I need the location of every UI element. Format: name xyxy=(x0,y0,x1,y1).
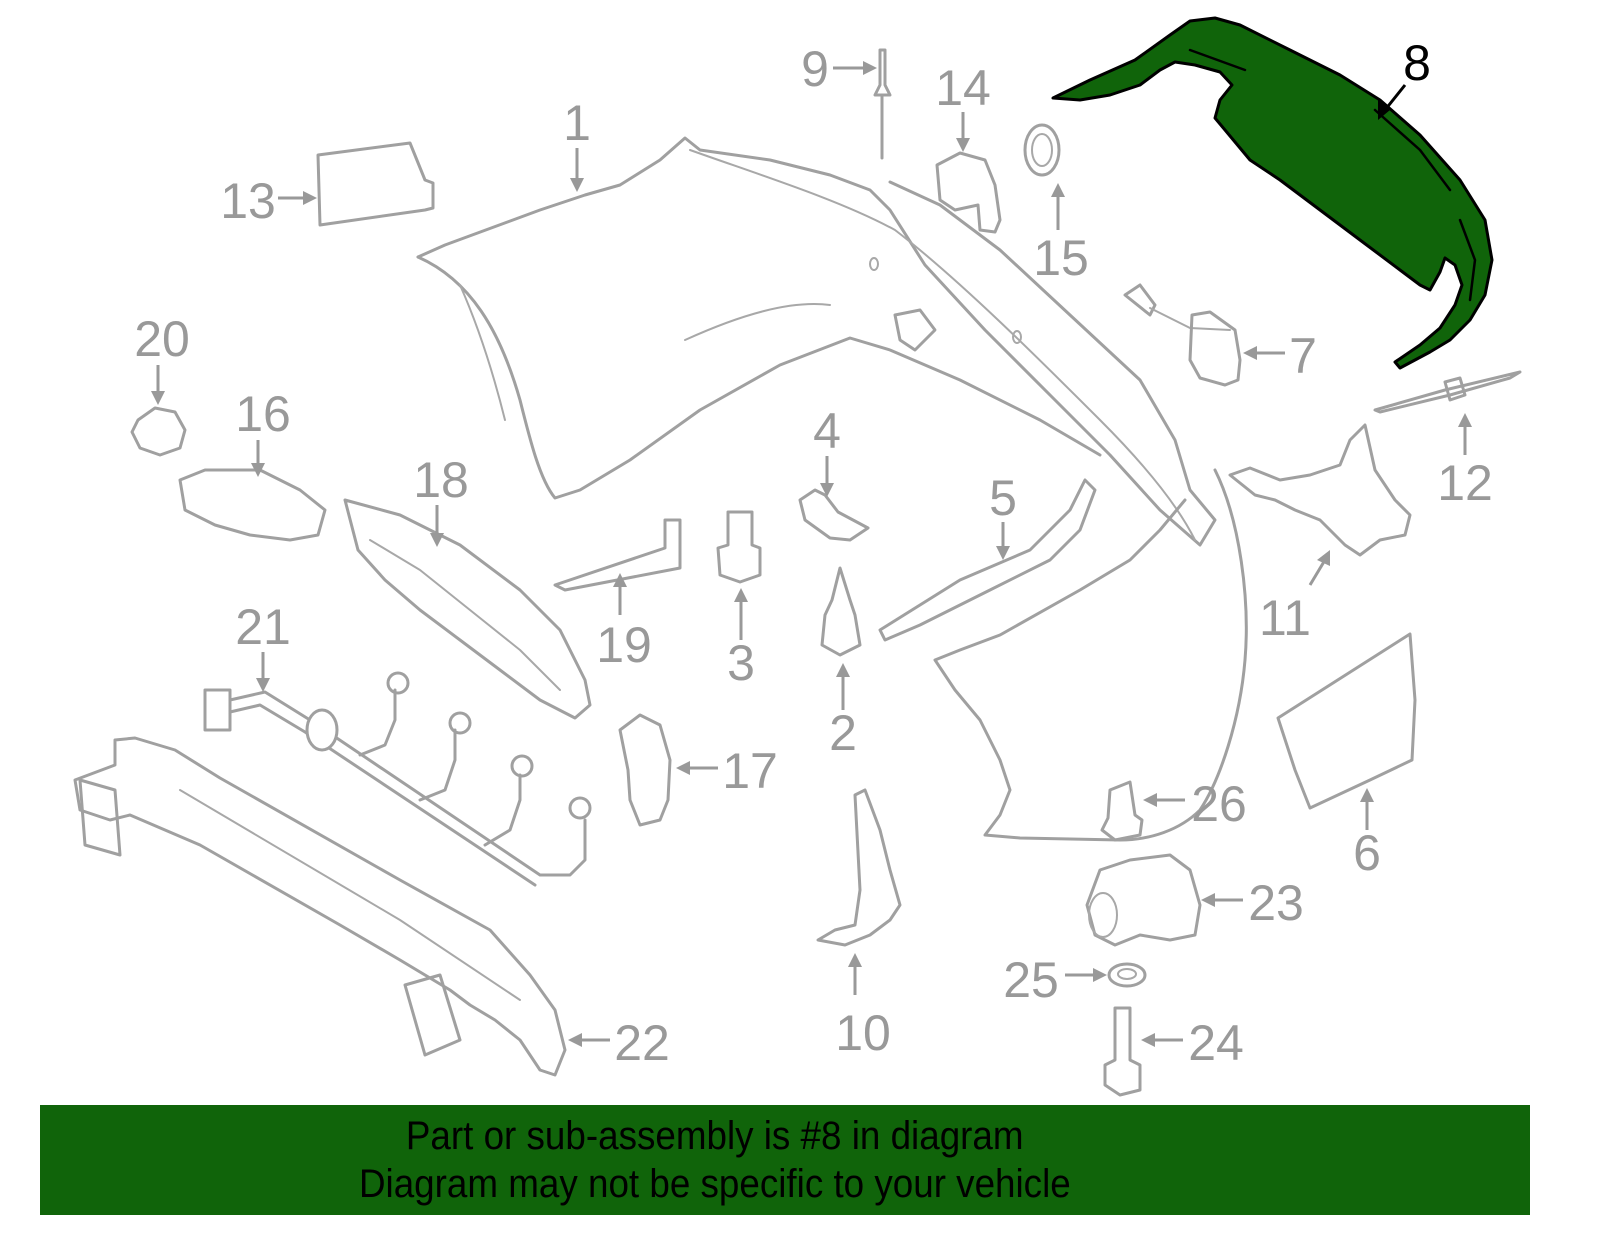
part-7-bracket xyxy=(1123,283,1242,387)
part-9-push-pin xyxy=(873,48,892,160)
part-23-sensor-holder xyxy=(1085,853,1202,947)
callout-5[interactable]: 5 xyxy=(989,470,1017,526)
part-3-bolt xyxy=(716,510,762,584)
callout-8-highlighted[interactable]: 8 xyxy=(1403,35,1431,91)
callout-17[interactable]: 17 xyxy=(722,743,778,799)
callout-arrows xyxy=(151,61,1472,1047)
callout-1[interactable]: 1 xyxy=(563,95,591,151)
part-26-clip xyxy=(1100,780,1144,842)
part-10-bracket xyxy=(816,788,902,947)
callout-2[interactable]: 2 xyxy=(829,705,857,761)
callout-11[interactable]: 11 xyxy=(1259,590,1311,646)
callout-3[interactable]: 3 xyxy=(727,635,755,691)
callout-labels: 1 2 3 4 5 6 7 8 9 10 11 12 13 14 15 16 1… xyxy=(134,35,1493,1071)
callout-13[interactable]: 13 xyxy=(220,173,276,229)
callout-25[interactable]: 25 xyxy=(1003,952,1059,1008)
callout-15[interactable]: 15 xyxy=(1033,230,1089,286)
part-21-wiring-harness xyxy=(203,671,592,887)
part-20-grommet xyxy=(130,406,187,457)
callout-16[interactable]: 16 xyxy=(235,386,291,442)
part-13-module xyxy=(316,141,435,227)
callout-12[interactable]: 12 xyxy=(1437,455,1493,511)
part-2-screw xyxy=(820,566,862,657)
part-info-banner: Part or sub-assembly is #8 in diagram Di… xyxy=(40,1105,1530,1215)
part-18-absorber xyxy=(343,498,592,720)
callout-22[interactable]: 22 xyxy=(614,1015,670,1071)
callout-4[interactable]: 4 xyxy=(813,403,841,459)
part-6-panel xyxy=(1276,632,1417,810)
part-19-strip xyxy=(553,518,682,592)
part-12-rivet xyxy=(1373,370,1522,414)
callout-7[interactable]: 7 xyxy=(1289,328,1317,384)
part-5-strip xyxy=(878,478,1097,642)
part-15-ring xyxy=(1023,123,1061,177)
callout-9[interactable]: 9 xyxy=(801,41,829,97)
callout-19[interactable]: 19 xyxy=(596,617,652,673)
callout-10[interactable]: 10 xyxy=(835,1005,891,1061)
part-25-washer xyxy=(1107,962,1147,988)
callout-26[interactable]: 26 xyxy=(1191,776,1247,832)
part-17-bracket xyxy=(618,713,672,827)
callout-14[interactable]: 14 xyxy=(935,60,991,116)
part-4-clip xyxy=(798,488,870,542)
callout-21[interactable]: 21 xyxy=(235,599,291,655)
banner-part-number-text: Part or sub-assembly is #8 in diagram xyxy=(406,1114,1024,1158)
part-1-bumper-cover xyxy=(416,136,1248,842)
callout-18[interactable]: 18 xyxy=(413,452,469,508)
part-24-bolt xyxy=(1103,1006,1142,1097)
callout-24[interactable]: 24 xyxy=(1188,1015,1244,1071)
part-22-reinforcement-beam xyxy=(73,736,567,1077)
banner-disclaimer-text: Diagram may not be specific to your vehi… xyxy=(359,1162,1071,1206)
callout-6[interactable]: 6 xyxy=(1353,825,1381,881)
part-14-sensor xyxy=(935,151,1002,234)
callout-23[interactable]: 23 xyxy=(1248,875,1304,931)
part-16-bracket xyxy=(178,468,327,542)
part-11-bracket xyxy=(1228,423,1412,557)
callout-20[interactable]: 20 xyxy=(134,311,190,367)
